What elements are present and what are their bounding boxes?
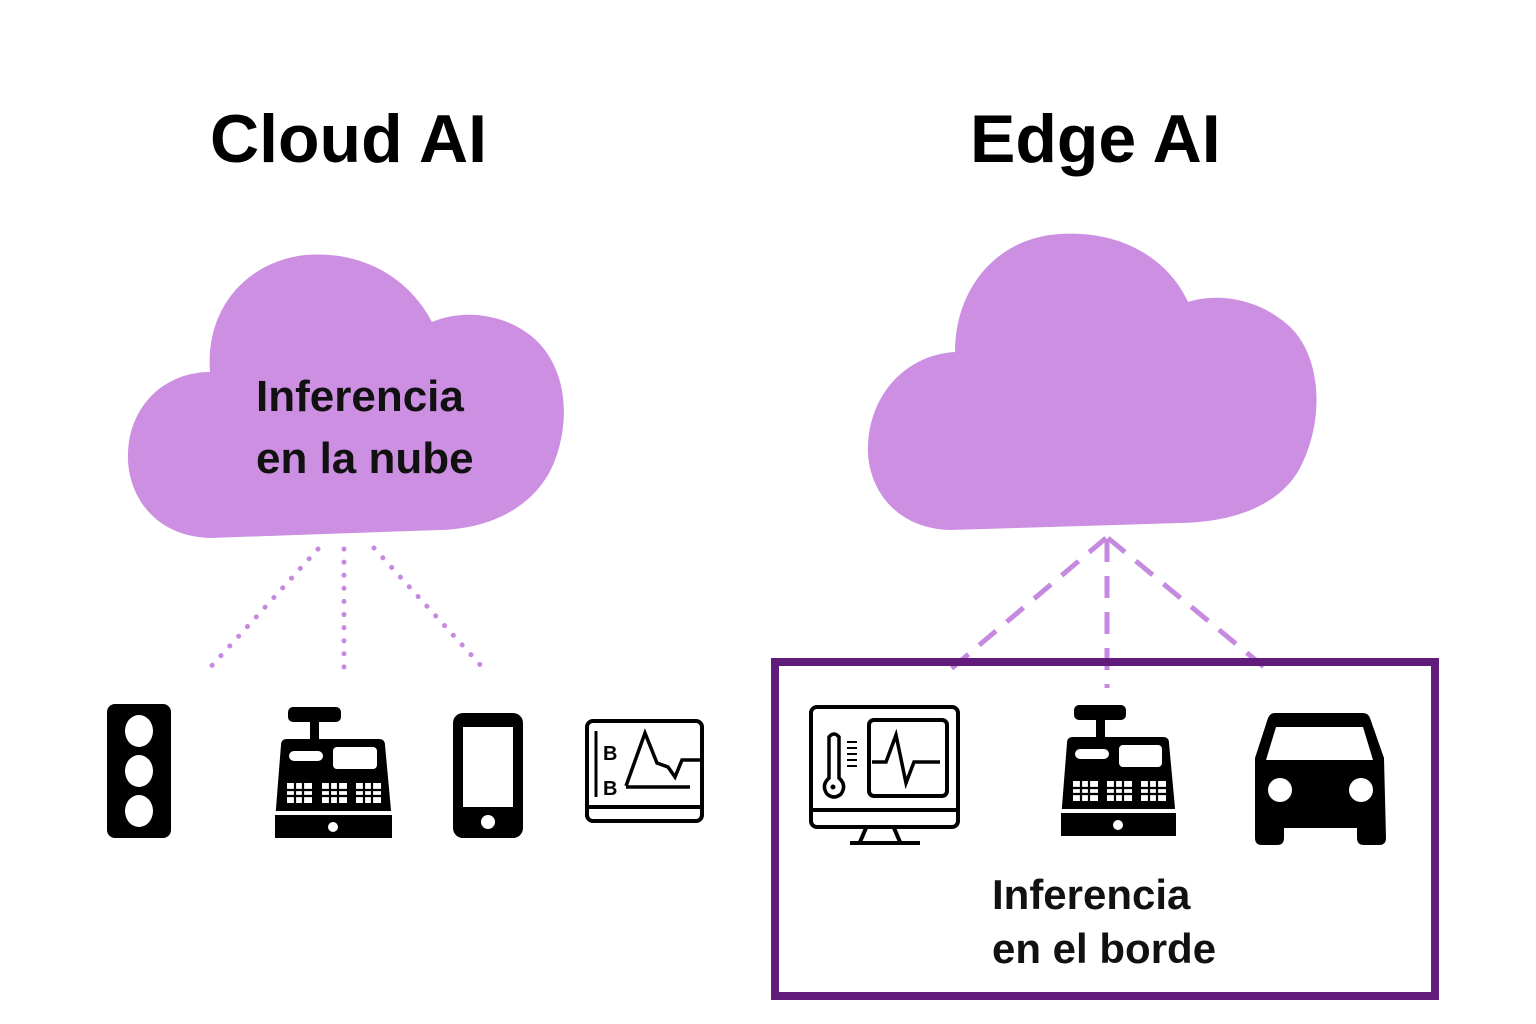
- connector-left: [943, 536, 1108, 676]
- cloud-right: [867, 233, 1317, 531]
- cloud-inference-label: Inferencia en la nube: [256, 366, 474, 490]
- cloud-label-line2: en la nube: [256, 434, 474, 483]
- edge-ai-title: Edge AI: [970, 101, 1221, 177]
- svg-text:B: B: [603, 778, 617, 800]
- traffic-light-icon: [107, 704, 171, 838]
- cloud-label-line1: Inferencia: [256, 372, 464, 421]
- medical-monitor-icon: [809, 705, 960, 845]
- cloud-ai-title: Cloud AI: [210, 101, 487, 177]
- cash-register-icon: [1061, 705, 1176, 836]
- edge-inference-label: Inferencia en el borde: [992, 868, 1216, 976]
- car-icon: [1255, 713, 1386, 845]
- smartphone-icon: [453, 713, 523, 838]
- connector-right: [1106, 536, 1272, 674]
- edge-label-line1: Inferencia: [992, 871, 1191, 918]
- cloud-left: [127, 254, 564, 538]
- connector-left: [204, 546, 321, 674]
- cloud-connectors-dotted: [204, 545, 487, 678]
- monitoring-screen-icon: B B: [585, 719, 704, 823]
- cash-register-icon: [275, 707, 392, 838]
- edge-label-line2: en el borde: [992, 925, 1217, 972]
- connector-right: [371, 545, 487, 672]
- edge-box: [771, 658, 1439, 1000]
- svg-text:B: B: [603, 743, 617, 765]
